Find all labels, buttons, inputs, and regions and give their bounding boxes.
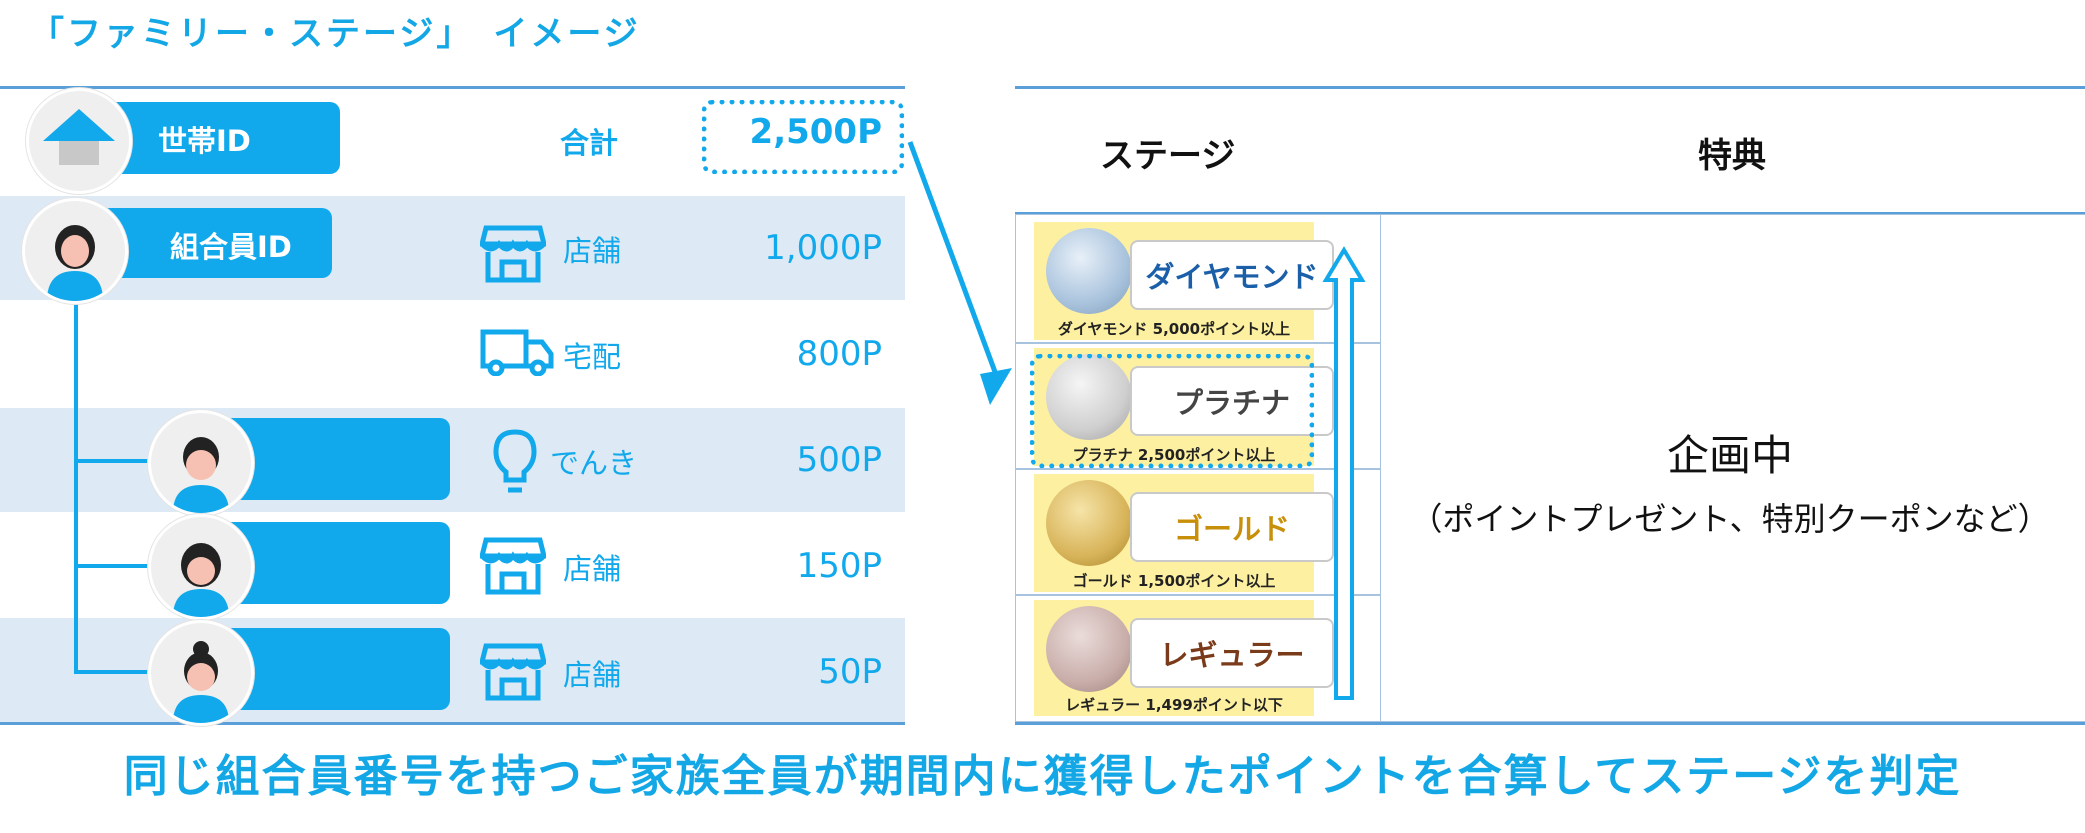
right-bottom-divider [1015,722,2085,725]
service-label: でんき [550,446,638,480]
stage-name-text: ダイヤモンド [1145,260,1319,294]
stage-caption: ゴールド 1,500ポイント以上 [1072,572,1276,590]
member-id-pill: 組合員ID [96,208,332,278]
stage-name: ゴールド [1130,492,1334,562]
stage-badge-gold: ゴールド ゴールド 1,500ポイント以上 [1034,474,1334,592]
stage-row-divider [1015,594,1381,596]
person-icon [47,225,103,301]
current-stage-highlight [1030,354,1314,468]
stage-name-text: ゴールド [1173,512,1290,546]
benefit-main: 企画中 [1666,431,1793,480]
service-label: 店舗 [563,658,622,692]
tree-branch-1 [74,459,154,463]
stage-name-text: レギュラー [1159,638,1305,672]
stage-name: プラチナ [1130,366,1334,436]
right-top-divider [1015,86,2085,89]
person-icon [173,641,229,723]
tree-branch-3 [74,670,154,674]
tree-trunk [74,300,78,672]
coin-icon [1046,606,1132,692]
stage-caption: レギュラー 1,499ポイント以下 [1065,696,1283,714]
stage-row-divider [1015,468,1381,470]
total-label: 合計 [560,126,619,160]
points-value: 50P [818,652,882,692]
family-label-line2 [220,420,450,422]
truck-icon [480,328,554,380]
total-value: 2,500P [749,112,882,152]
coin-icon [1046,354,1132,440]
footer-note: 同じ組合員番号を持つご家族全員が期間内に獲得したポイントを合算してステージを判定 [123,751,1962,802]
store-icon [478,534,548,600]
total-highlight [702,100,904,174]
service-label: 店舗 [563,552,622,586]
points-value: 1,000P [764,228,882,268]
connector-arrow [907,141,1012,405]
stage-name-text: プラチナ [1173,386,1290,420]
coin-icon [1046,228,1132,314]
points-value: 150P [796,546,882,586]
stage-row-divider [1015,342,1381,344]
benefit-header: 特典 [1698,136,1766,176]
member-id-label: 組合員ID [170,230,292,264]
store-icon [478,222,548,288]
household-id-pill: 世帯ID [100,102,340,174]
family-id-pill-3 [220,628,450,710]
service-label: 宅配 [563,340,622,374]
tree-branch-2 [74,564,154,568]
stage-header: ステージ [1100,136,1236,176]
family-avatar-2 [148,514,254,620]
person-icon [173,543,229,617]
stage-name: ダイヤモンド [1130,240,1334,310]
stage-badge-regular: レギュラー レギュラー 1,499ポイント以下 [1034,600,1334,716]
coin-icon [1046,480,1132,566]
stage-badge-platinum: プラチナ プラチナ 2,500ポイント以上 [1034,348,1334,466]
family-label-line2 [220,524,450,526]
stage-name: レギュラー [1130,618,1334,688]
person-icon [173,437,229,513]
house-icon [43,109,115,165]
points-value: 500P [796,440,882,480]
stage-badge-diamond: ダイヤモンド ダイヤモンド 5,000ポイント以上 [1034,222,1334,340]
family-label-line2 [220,630,450,632]
stage-caption: ダイヤモンド 5,000ポイント以上 [1057,320,1291,338]
household-id-label: 世帯ID [158,124,251,158]
member-avatar [22,198,128,304]
family-id-pill-2 [220,522,450,604]
points-value: 800P [796,334,882,374]
family-id-pill-1 [220,418,450,500]
benefit-sub: （ポイントプレゼント、特別クーポンなど） [1410,500,2050,538]
page-title: 「ファミリー・ステージ」 イメージ [30,14,641,54]
household-avatar [26,88,132,194]
family-avatar-1 [148,410,254,516]
bottom-divider [0,722,905,725]
family-avatar-3 [148,620,254,726]
up-arrow-icon [1322,246,1366,700]
service-label: 店舗 [563,234,622,268]
stage-caption: プラチナ 2,500ポイント以上 [1072,446,1276,464]
lightbulb-icon [492,428,538,502]
top-divider [0,86,905,89]
header-divider [1015,212,2085,215]
store-icon [478,640,548,706]
